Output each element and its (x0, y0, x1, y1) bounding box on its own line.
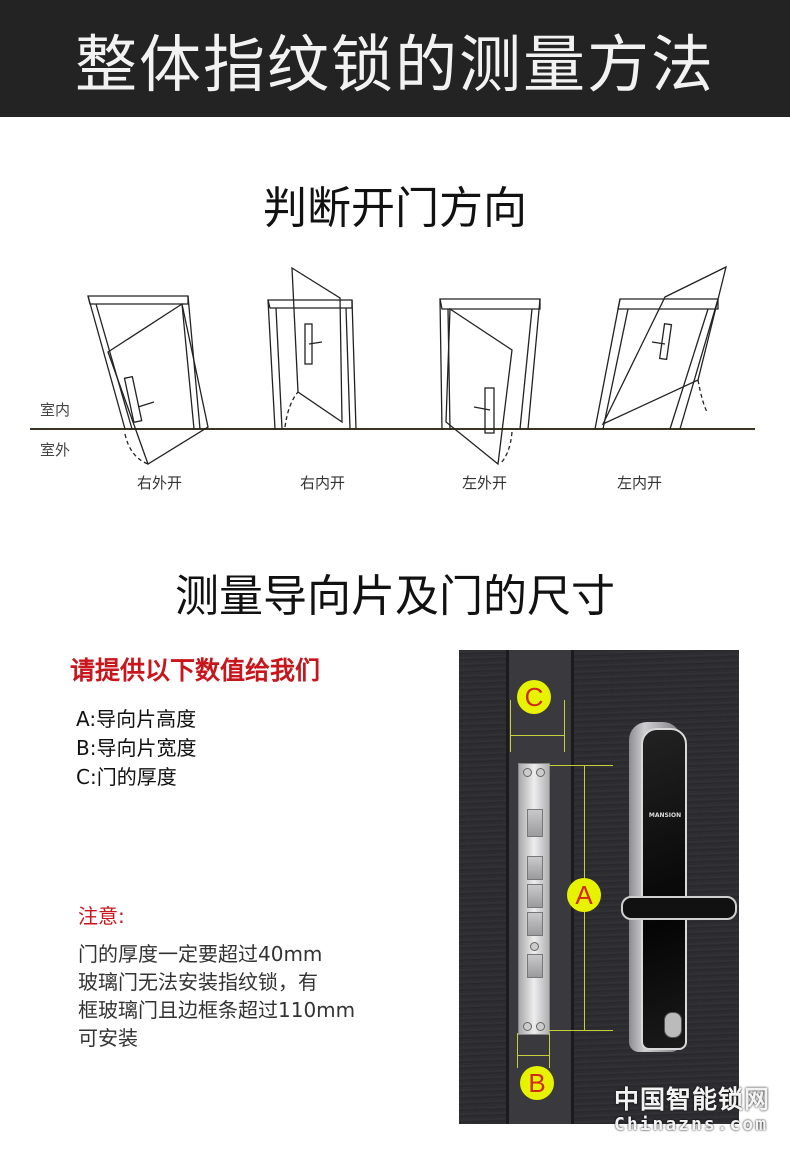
brand-logo: MANSION (648, 812, 682, 819)
screw-icon (530, 942, 539, 951)
outdoor-label: 室外 (40, 441, 71, 459)
note-line: 玻璃门无法安装指纹锁，有 (78, 970, 318, 994)
measurement-item-c: C:门的厚度 (76, 765, 177, 789)
guide-line-c (510, 735, 564, 736)
latch-bolt (527, 809, 543, 837)
door-handle (621, 896, 737, 920)
dead-bolt (527, 884, 543, 908)
guide-line-b (517, 1033, 518, 1068)
request-title: 请提供以下数值给我们 (70, 656, 321, 685)
note-title: 注意: (78, 904, 125, 928)
door-label-left-in: 左内开 (617, 474, 663, 492)
watermark-en: Chinazns.com (614, 1114, 769, 1135)
measurement-list: A:导向片高度 B:导向片宽度 C:门的厚度 (76, 705, 196, 792)
section-title-door-direction: 判断开门方向 (263, 183, 527, 234)
marker-c: C (517, 680, 551, 714)
door-direction-diagram: 室内 室外 右外开 右内开 左外开 左内开 (30, 262, 760, 502)
thumb-turn-knob (664, 1012, 682, 1038)
watermark-cn: 中国智能锁网 (614, 1085, 771, 1114)
guide-line-b (549, 1033, 550, 1068)
dead-bolt (527, 912, 543, 936)
door-label-right-out: 右外开 (137, 474, 183, 492)
screw-icon (536, 768, 545, 777)
lock-panel (641, 728, 687, 1050)
note-line: 框玻璃门且边框条超过110mm (78, 998, 356, 1022)
guide-line-b (517, 1055, 549, 1056)
guide-plate (518, 763, 550, 1035)
lock-photo: MANSION C A B (459, 650, 739, 1124)
note-line: 可安装 (78, 1026, 138, 1050)
guide-line-c (564, 700, 565, 752)
section-title-measure: 测量导向片及门的尺寸 (175, 571, 615, 622)
dead-bolt (527, 954, 543, 978)
indoor-label: 室内 (40, 401, 71, 419)
note-line: 门的厚度一定要超过40mm (78, 942, 323, 966)
doors-illustration (30, 265, 755, 466)
page-title: 整体指纹锁的测量方法 (74, 27, 715, 101)
door-label-right-in: 右内开 (300, 474, 346, 492)
screw-icon (523, 768, 532, 777)
guide-line-a (549, 1030, 613, 1031)
header-banner: 整体指纹锁的测量方法 (0, 0, 790, 117)
measurement-item-b: B:导向片宽度 (76, 736, 197, 760)
guide-line-a (549, 765, 613, 766)
watermark: 中国智能锁网 Chinazns.com (614, 1080, 770, 1135)
marker-b: B (520, 1066, 554, 1100)
note-body: 门的厚度一定要超过40mm 玻璃门无法安装指纹锁，有 框玻璃门且边框条超过110… (78, 940, 398, 1052)
screw-icon (523, 1022, 532, 1031)
marker-a: A (567, 878, 601, 912)
door-label-left-out: 左外开 (462, 474, 508, 492)
guide-line-c (510, 700, 511, 752)
screw-icon (536, 1022, 545, 1031)
measurement-item-a: A:导向片高度 (76, 707, 197, 731)
dead-bolt (527, 856, 543, 880)
